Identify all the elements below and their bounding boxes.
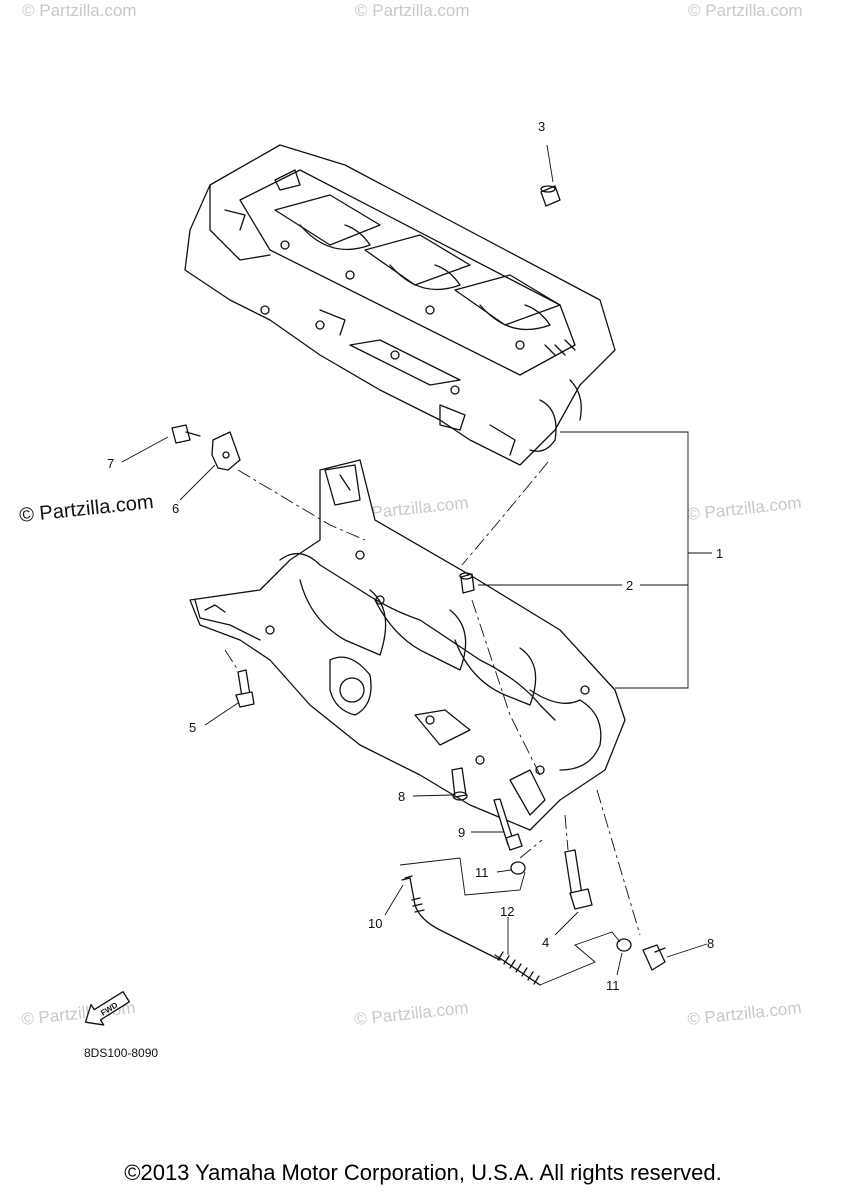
callout-10: 10 <box>368 916 382 931</box>
callout-1: 1 <box>716 546 723 561</box>
nut-11-lower <box>616 938 632 952</box>
crankcase-upper-drawing <box>184 144 616 466</box>
callout-11-lower: 11 <box>606 978 620 993</box>
leader-lines <box>121 144 712 986</box>
callout-8-right: 8 <box>707 936 714 951</box>
watermark: © Partzilla.com <box>686 493 802 524</box>
watermark: © Partzilla.com <box>353 998 469 1029</box>
nut-11-upper <box>510 861 526 875</box>
bolt-4 <box>564 849 583 898</box>
crankcase-lower-drawing <box>189 459 626 831</box>
bracket-6 <box>211 431 241 471</box>
callout-3: 3 <box>538 119 545 134</box>
callouts: 3 1 2 7 6 5 8 9 11 10 12 4 8 11 <box>107 119 723 993</box>
watermark: © Partzilla.com <box>688 1 803 20</box>
callout-6: 6 <box>172 501 179 516</box>
callout-9: 9 <box>458 825 465 840</box>
copyright-notice: ©2013 Yamaha Motor Corporation, U.S.A. A… <box>124 1160 722 1185</box>
fitting-8-right <box>642 944 666 971</box>
callout-4: 4 <box>542 935 549 950</box>
bolt-7 <box>171 424 191 444</box>
watermark: © Partzilla.com <box>686 998 802 1029</box>
diagram-code: 8DS100-8090 <box>84 1046 158 1060</box>
callout-2: 2 <box>626 578 633 593</box>
hose-10 <box>401 877 501 961</box>
watermark: © Partzilla.com <box>22 1 137 20</box>
dowel-pin-3 <box>540 185 561 207</box>
callout-7: 7 <box>107 456 114 471</box>
small-parts <box>171 185 666 986</box>
callout-8-left: 8 <box>398 789 405 804</box>
watermark-primary: © Partzilla.com <box>18 491 154 527</box>
callout-5: 5 <box>189 720 196 735</box>
watermarks: © Partzilla.com © Partzilla.com © Partzi… <box>18 1 802 1029</box>
watermark: © Partzilla.com <box>355 1 470 20</box>
fitting-8-left <box>451 767 467 798</box>
fwd-arrow-icon: FWD <box>84 991 131 1026</box>
callout-12: 12 <box>500 904 514 919</box>
callout-11-upper: 11 <box>475 865 489 880</box>
